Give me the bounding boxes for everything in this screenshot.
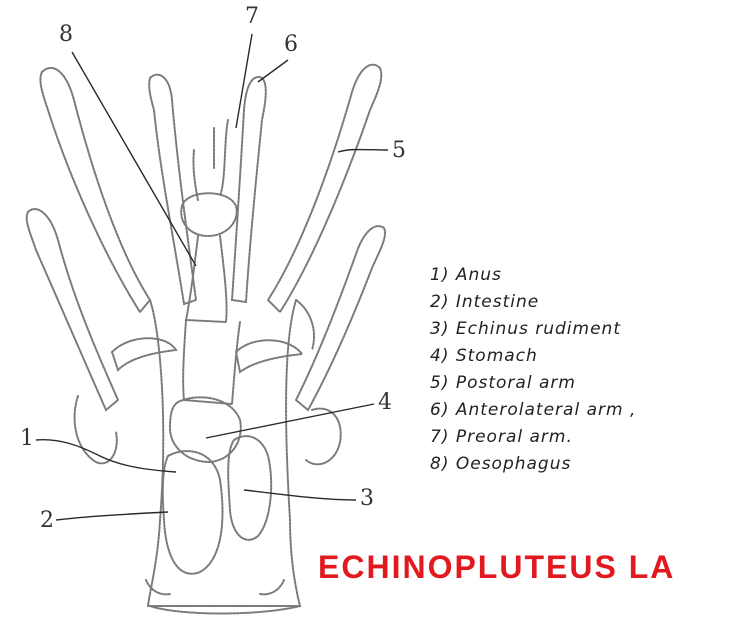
callout-number-3: 3 (360, 488, 374, 510)
callout-number-6: 6 (284, 34, 298, 56)
body-outline (148, 300, 300, 606)
preoral-lobe (193, 120, 228, 200)
left-postoral-arm (40, 68, 150, 312)
leader-2 (56, 512, 168, 520)
left-preoral-arm (149, 75, 196, 304)
legend-list: 1) Anus 2) Intestine 3) Echinus rudiment… (430, 262, 636, 478)
oesophagus-bulb (181, 193, 236, 236)
legend-item-intestine: 2) Intestine (430, 289, 636, 316)
right-epaulette (236, 340, 302, 372)
callout-number-2: 2 (40, 510, 54, 532)
legend-item-preoral-arm: 7) Preoral arm. (430, 424, 636, 451)
legend-item-stomach: 4) Stomach (430, 343, 636, 370)
right-inner-arm (296, 300, 314, 350)
leader-6 (258, 60, 288, 82)
legend-item-anterolateral-arm: 6) Anterolateral arm , (430, 397, 636, 424)
stomach-column (183, 320, 240, 404)
diagram-title: ECHINOPLUTEUS LA (318, 551, 675, 583)
leader-1 (36, 440, 176, 472)
bottom-lobes (146, 580, 300, 614)
callout-number-5: 5 (392, 140, 406, 162)
leader-5 (338, 150, 388, 153)
legend-item-anus: 1) Anus (430, 262, 636, 289)
callout-number-8: 8 (59, 24, 73, 46)
leader-lines (36, 34, 388, 520)
echinus-rudiment (228, 436, 271, 540)
left-lower-arm (27, 209, 118, 410)
left-epaulette (112, 338, 176, 370)
right-postoral-arm (268, 65, 381, 312)
intestine (163, 451, 223, 574)
callout-number-7: 7 (245, 6, 259, 28)
oesophagus-tube (186, 236, 227, 322)
legend-item-echinus-rudiment: 3) Echinus rudiment (430, 316, 636, 343)
callout-number-4: 4 (378, 392, 392, 414)
legend-item-oesophagus: 8) Oesophagus (430, 451, 636, 478)
callout-number-1: 1 (20, 428, 34, 450)
right-anterolateral-arm (232, 77, 266, 302)
legend-item-postoral-arm: 5) Postoral arm (430, 370, 636, 397)
leader-4 (206, 404, 374, 438)
leader-3 (244, 490, 356, 500)
